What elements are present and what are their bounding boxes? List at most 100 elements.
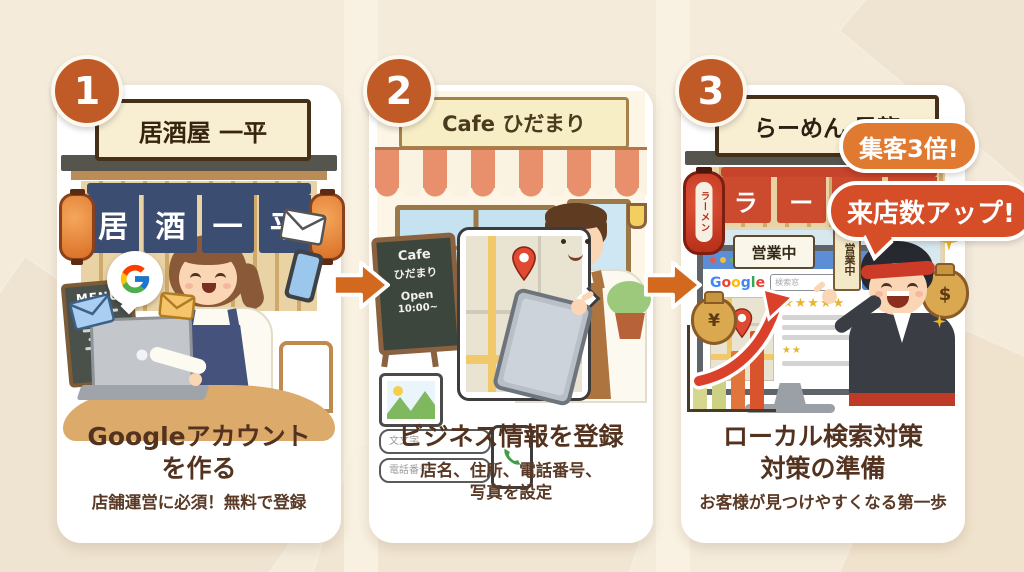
noren-panel: ラ [721, 177, 771, 223]
plant-bush [607, 281, 651, 317]
man-eye [585, 239, 590, 244]
monitor-stand [774, 383, 806, 405]
window-dot [710, 257, 716, 263]
logo-letter: g [740, 274, 751, 291]
step-text: ローカル検索対策 対策の準備 お客様が見つけやすくなる第一歩 [689, 421, 957, 514]
awning-scallops [375, 185, 647, 199]
benefit-bubble-2: 来店数アップ! [827, 181, 1024, 241]
benefit-bubble-1: 集客3倍! [839, 119, 979, 173]
step-number: 3 [697, 69, 725, 113]
logo-letter: e [755, 274, 766, 291]
cafe-sign: Cafe ひだまり [399, 97, 629, 149]
man-eye [881, 283, 892, 292]
noren-panel: 一 [201, 195, 254, 253]
man-eye [907, 283, 918, 292]
money-symbol: $ [938, 283, 952, 305]
noren-top-bar [721, 167, 937, 177]
lantern-icon [59, 189, 95, 265]
result-text-line [782, 335, 874, 340]
step-text: ビジネス情報を登録 店名、住所、電話番号、 写真を設定 [377, 421, 645, 505]
woman-mouth [202, 283, 216, 293]
benefit-bubble-1-text: 集客3倍! [859, 134, 959, 163]
step-title-line1: Googleアカウント [87, 422, 311, 451]
step-card-1: 1 居酒屋 一平 居 酒 一 平 MENU [51, 55, 345, 543]
man-eye [561, 239, 566, 244]
step-title-line1: ローカル検索対策 [722, 422, 923, 451]
logo-letter: l [750, 274, 756, 291]
logo-letter: G [710, 274, 722, 291]
tablet-screen [502, 297, 584, 397]
step-subtitle-line1: 店名、住所、電話番号、 [420, 461, 602, 480]
handset-icon [504, 448, 521, 465]
woman-blush [185, 283, 193, 289]
noren-panel: 酒 [144, 195, 197, 253]
step-title-line2: を作る [161, 454, 237, 483]
phone-number-field: 電話番号 [379, 458, 491, 483]
google-logo-bubble [107, 251, 163, 307]
step-number-badge: 2 [363, 55, 435, 127]
phone-icon [491, 425, 533, 489]
man-bangs [545, 203, 607, 229]
next-step-arrow-icon [644, 260, 702, 310]
man-smile [568, 249, 583, 261]
shop-name-field: 文文字 [379, 429, 491, 454]
benefit-bubble-2-text: 来店数アップ! [847, 198, 1015, 229]
sparkle-icon [939, 231, 959, 251]
step-title-line2: 対策の準備 [760, 454, 886, 483]
belt [849, 393, 955, 406]
map-pin-icon [512, 246, 536, 282]
noren-panel: ー [776, 177, 826, 223]
chart-bar [693, 383, 707, 409]
man-blush [915, 291, 923, 297]
result-text-line [782, 315, 877, 320]
izakaya-sign-text: 居酒屋 一平 [138, 118, 268, 147]
step-subtitle-line1: お客様が見つけやすくなる第一歩 [699, 493, 947, 512]
next-step-arrow-icon [332, 260, 390, 310]
step-card-2: 2 Cafe ひだまり Cafe ひだまり Open 10:00~ [363, 55, 653, 543]
woman-eye [190, 273, 201, 282]
monitor-base [745, 404, 835, 413]
laptop-keyboard [76, 385, 210, 400]
step-subtitle-line1: 店舗運営に必須！無料で登録 [91, 493, 307, 512]
photo-content [387, 381, 435, 419]
sparkle-icon [933, 315, 946, 328]
open-sign: 営業中 [733, 235, 815, 269]
step-number: 2 [385, 69, 413, 113]
lantern-text: ラーメン [695, 182, 713, 242]
man-hand [822, 289, 837, 304]
noren-panel: 居 [87, 195, 140, 253]
photo-mountain [405, 391, 435, 419]
logo-letter: o [721, 274, 732, 291]
rating-stars-small: ★★ [782, 345, 802, 356]
step-card-3: 3 らーめん 昇龍 ラ ー メ ン ラーメン 営業中 営業中 集客3倍! 来店数… [675, 55, 1024, 543]
window-dot [720, 257, 726, 263]
wall-lamp-icon [627, 203, 647, 229]
logo-letter: o [731, 274, 741, 291]
google-wordmark: Google [710, 275, 765, 291]
izakaya-sign: 居酒屋 一平 [95, 99, 311, 161]
woman-blush [223, 283, 231, 289]
smartphone-screen [288, 252, 320, 300]
noren-top-bar [87, 183, 311, 195]
noren-curtain: 居 酒 一 平 [87, 195, 311, 253]
step-number-badge: 3 [675, 55, 747, 127]
money-symbol: ¥ [708, 311, 720, 331]
man-blush [875, 291, 883, 297]
man-hand [571, 299, 587, 315]
result-text-line [782, 325, 869, 330]
step-title-line1: ビジネス情報を登録 [398, 422, 624, 451]
woman-eye [215, 273, 226, 282]
plant-pot [615, 313, 645, 339]
envelope-icon [158, 291, 196, 321]
google-g-icon [120, 264, 150, 294]
envelope-icon [279, 208, 327, 246]
woman-hand [189, 373, 202, 386]
laptop-logo [136, 349, 148, 361]
man-teeth [887, 291, 909, 296]
ramen-lantern-icon: ラーメン [683, 167, 725, 255]
step-subtitle-line2: 写真を設定 [469, 483, 553, 503]
step-text: Googleアカウント を作る 店舗運営に必須！無料で登録 [65, 421, 333, 514]
man-mouth [887, 291, 909, 308]
awning [375, 147, 647, 188]
